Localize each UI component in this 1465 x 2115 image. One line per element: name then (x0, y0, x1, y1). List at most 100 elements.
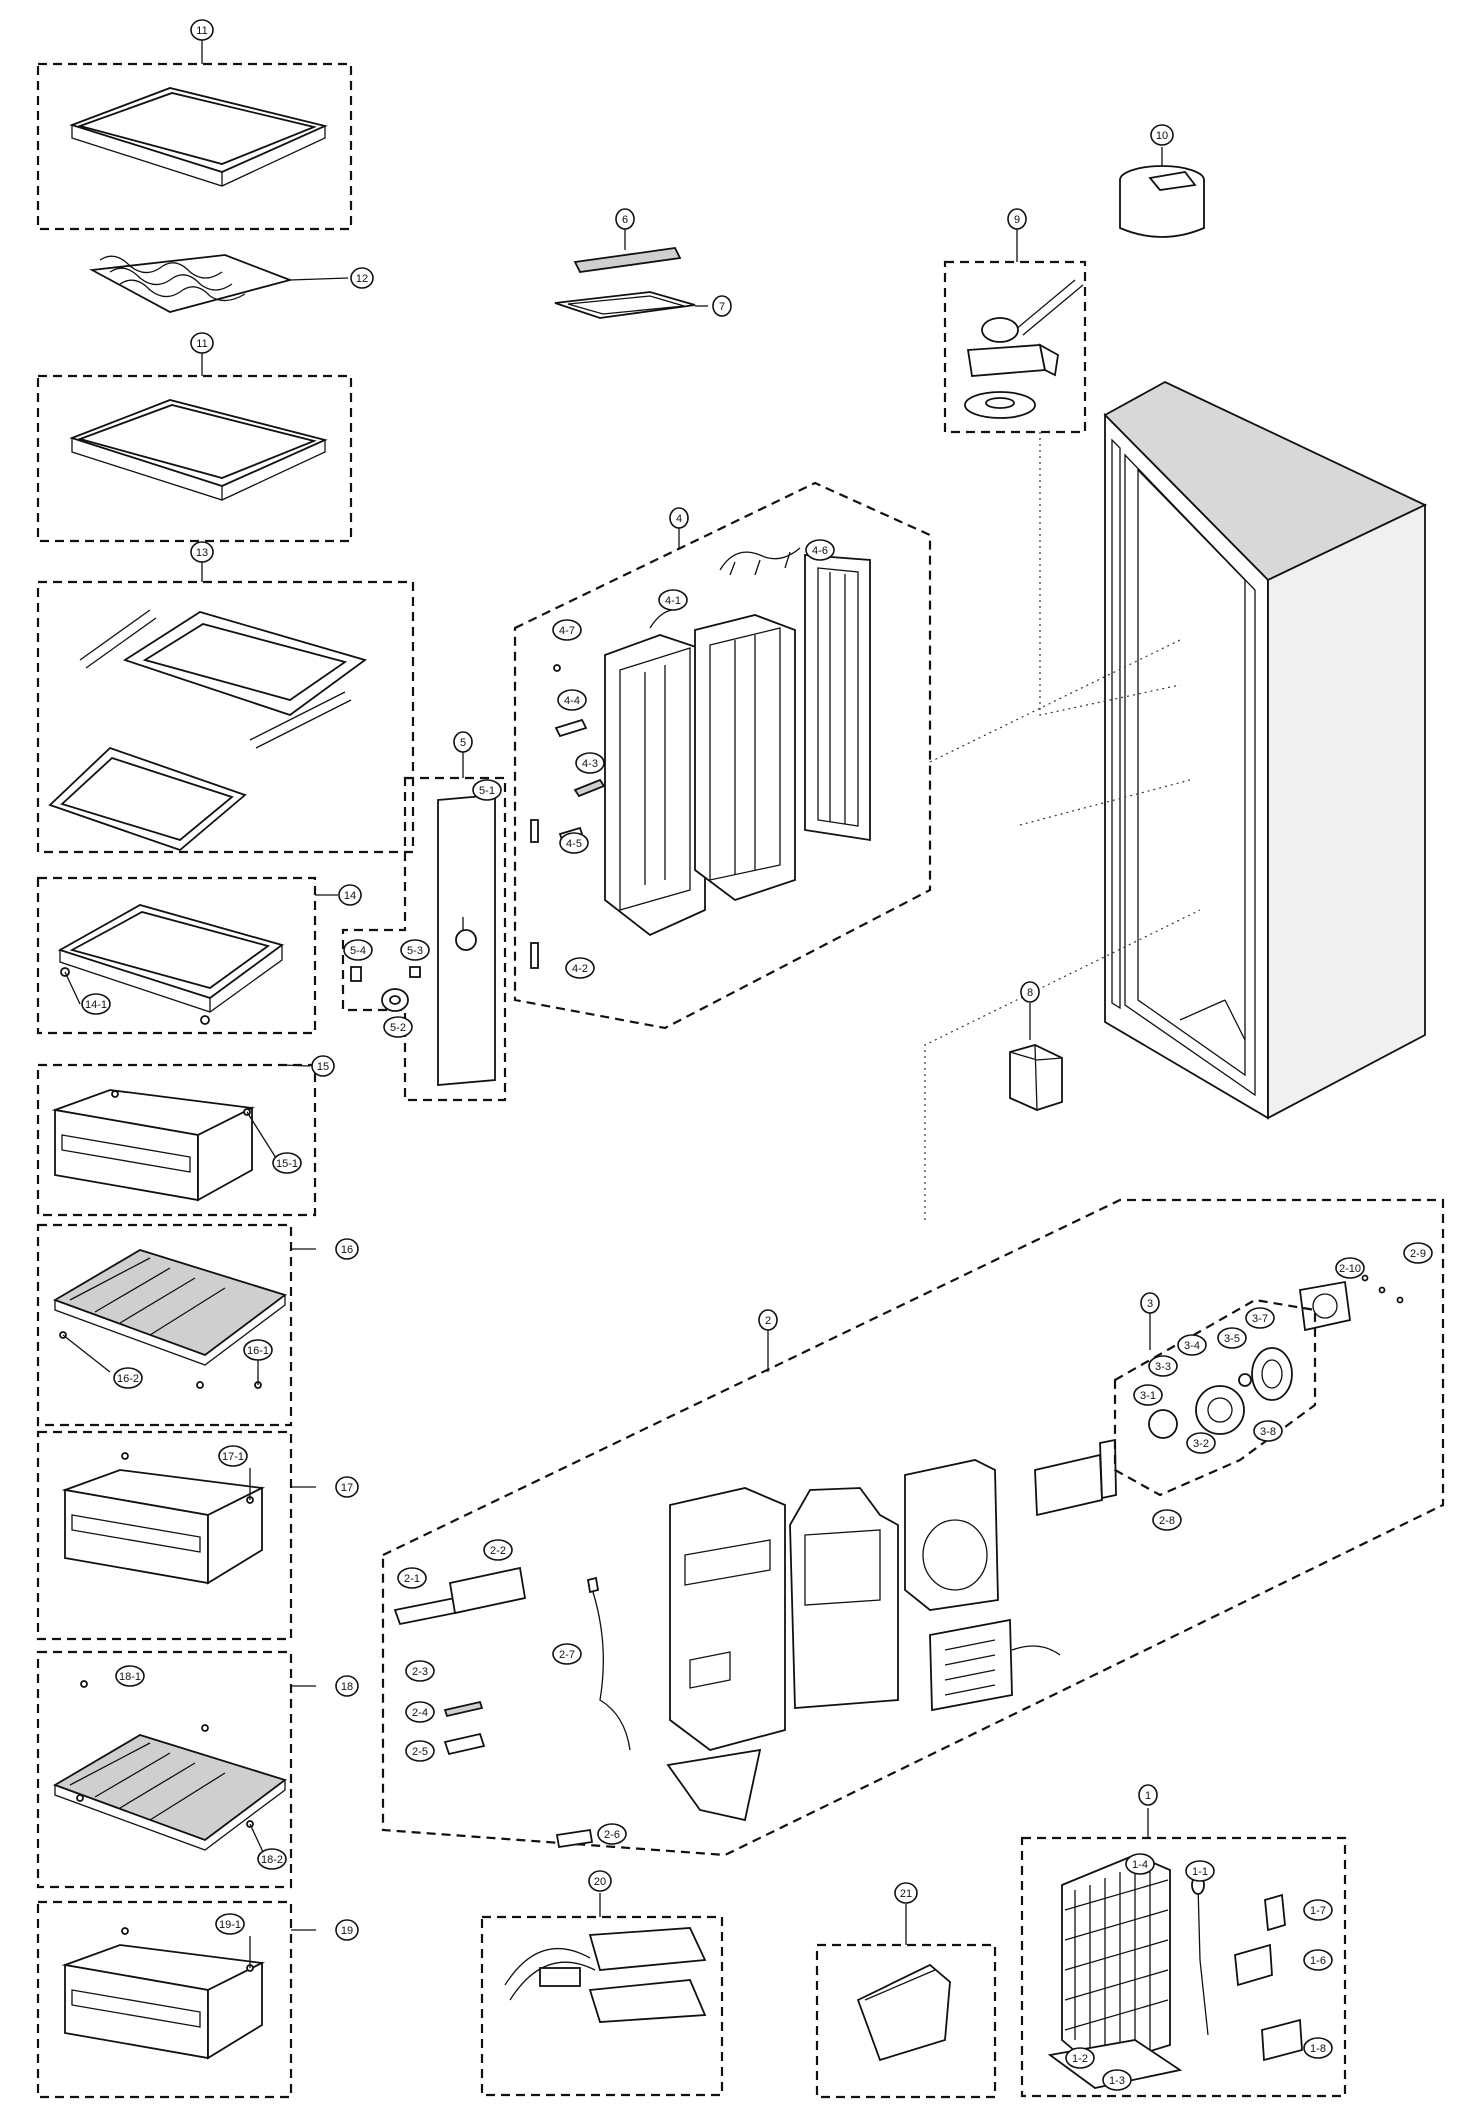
callout-number: 3 (1147, 1298, 1153, 1310)
callout-bubble (338, 884, 362, 906)
callout-2-4: 2-4 (405, 1701, 435, 1723)
callout-18-1: 18-1 (115, 1665, 145, 1687)
callout-number: 6 (622, 214, 628, 226)
callout-10: 10 (1150, 124, 1174, 146)
refrigerator-cabinet (1103, 380, 1428, 1120)
part-9-group (943, 229, 1087, 434)
callout-1-7: 1-7 (1303, 1899, 1333, 1921)
callout-bubble (1148, 1355, 1178, 1377)
callout-bubble (805, 539, 835, 561)
callout-number: 2-1 (404, 1573, 420, 1585)
callout-bubble (1217, 1327, 1247, 1349)
callout-19: 19 (335, 1919, 359, 1941)
callout-number: 1-4 (1132, 1859, 1148, 1871)
callout-3-3: 3-3 (1148, 1355, 1178, 1377)
callout-bubble (405, 1701, 435, 1723)
callout-number: 4-7 (559, 625, 575, 637)
assembly-reference-lines (924, 432, 1201, 1220)
wine-rack-12 (89, 254, 349, 313)
shelf-11-top (36, 40, 353, 231)
callout-1: 1 (1138, 1784, 1158, 1806)
callout-3-7: 3-7 (1245, 1307, 1275, 1329)
callout-bubble (1065, 2047, 1095, 2069)
callout-4-6: 4-6 (805, 539, 835, 561)
callout-3-2: 3-2 (1186, 1432, 1216, 1454)
part-8 (1009, 1003, 1063, 1111)
callout-bubble (1403, 1242, 1433, 1264)
callout-number: 21 (900, 1888, 912, 1900)
callout-bubble (1140, 1292, 1160, 1314)
part-1-group (1020, 1808, 1347, 2098)
callout-number: 19-1 (219, 1919, 241, 1931)
callout-number: 2-8 (1159, 1515, 1175, 1527)
callout-14-1: 14-1 (81, 993, 111, 1015)
callout-16-2: 16-2 (113, 1367, 143, 1389)
callout-4-2: 4-2 (565, 957, 595, 979)
callout-14: 14 (338, 884, 362, 906)
callout-4-7: 4-7 (552, 619, 582, 641)
callout-number: 7 (719, 301, 725, 313)
callout-bubble (1245, 1307, 1275, 1329)
callout-number: 8 (1027, 987, 1033, 999)
callout-bubble (565, 957, 595, 979)
callout-number: 2 (765, 1315, 771, 1327)
callout-2-2: 2-2 (483, 1539, 513, 1561)
callout-number: 15 (317, 1061, 329, 1073)
callout-20: 20 (588, 1870, 612, 1892)
callout-bubble (272, 1152, 302, 1174)
part-10 (1119, 147, 1205, 238)
callout-5: 5 (453, 731, 473, 753)
callout-bubble (218, 1445, 248, 1467)
callout-5-2: 5-2 (383, 1016, 413, 1038)
callout-number: 4-4 (564, 695, 580, 707)
callout-bubble (597, 1823, 627, 1845)
crisper-drawer-17 (36, 1430, 316, 1641)
callout-bubble (1335, 1257, 1365, 1279)
callout-number: 4-6 (812, 545, 828, 557)
callout-4-1: 4-1 (658, 589, 688, 611)
callout-2-8: 2-8 (1152, 1509, 1182, 1531)
callout-11a: 11 (190, 19, 214, 41)
callout-number: 4 (676, 513, 682, 525)
callout-bubble (588, 1870, 612, 1892)
callout-bubble (658, 589, 688, 611)
callout-bubble (1138, 1784, 1158, 1806)
callout-2-6: 2-6 (597, 1823, 627, 1845)
part-5-group (341, 752, 507, 1102)
callout-number: 4-1 (665, 595, 681, 607)
callout-2-3: 2-3 (405, 1660, 435, 1682)
callout-number: 5 (460, 737, 466, 749)
callout-bubble (397, 1567, 427, 1589)
callout-bubble (1186, 1432, 1216, 1454)
callout-17-1: 17-1 (218, 1445, 248, 1467)
callout-number: 10 (1156, 130, 1168, 142)
callout-bubble (559, 832, 589, 854)
callout-4-4: 4-4 (557, 689, 587, 711)
callout-11b: 11 (190, 332, 214, 354)
callout-number: 1-7 (1310, 1905, 1326, 1917)
callout-16: 16 (335, 1238, 359, 1260)
callout-12: 12 (350, 267, 374, 289)
crisper-drawer-19 (36, 1900, 316, 2099)
callout-bubble (1102, 2069, 1132, 2091)
part-21-group (815, 1904, 997, 2099)
callout-5-1: 5-1 (472, 779, 502, 801)
callout-bubble (190, 19, 214, 41)
callout-bubble (190, 332, 214, 354)
callout-18: 18 (335, 1675, 359, 1697)
shelf-11-second (36, 353, 353, 543)
callout-number: 18 (341, 1681, 353, 1693)
callout-bubble (343, 939, 373, 961)
callout-number: 9 (1014, 214, 1020, 226)
crisper-cover-18 (36, 1650, 316, 1889)
callout-number: 3-3 (1155, 1361, 1171, 1373)
callout-bubble (1303, 1899, 1333, 1921)
callout-bubble (483, 1539, 513, 1561)
callout-number: 18-1 (119, 1671, 141, 1683)
callout-2-5: 2-5 (405, 1740, 435, 1762)
callout-bubble (758, 1309, 778, 1331)
callout-number: 2-5 (412, 1746, 428, 1758)
callout-1-1: 1-1 (1185, 1860, 1215, 1882)
part-4-group (513, 481, 932, 1030)
callout-3-4: 3-4 (1177, 1334, 1207, 1356)
